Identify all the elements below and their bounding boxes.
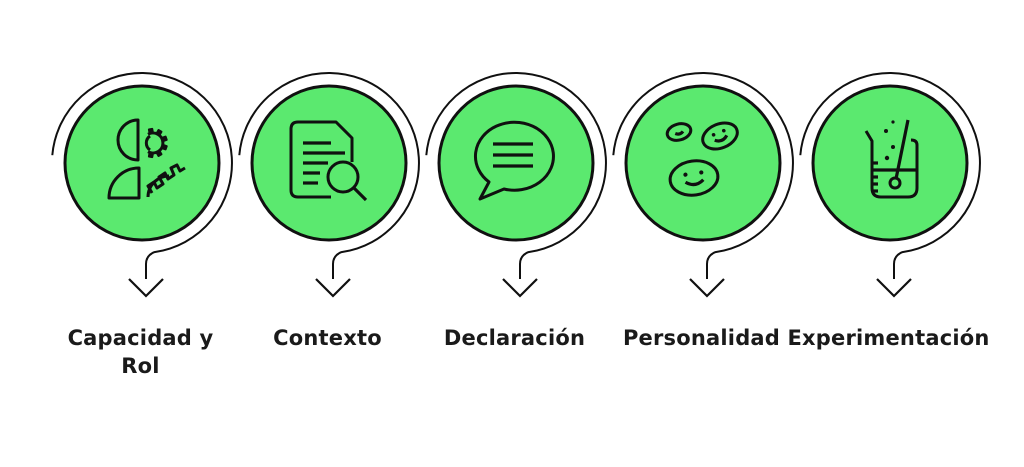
step-graphic xyxy=(238,71,420,298)
step-personalidad: Personalidad xyxy=(608,58,795,380)
down-arrow-icon xyxy=(128,278,164,298)
step-circle xyxy=(63,84,221,242)
magnifier-lens xyxy=(326,160,360,194)
step-label: Declaración xyxy=(444,325,585,353)
step-graphic xyxy=(425,71,607,298)
smiley-faces-icon xyxy=(665,121,739,197)
capability-role-icon xyxy=(107,118,186,200)
step-label-line: Capacidad y xyxy=(67,326,214,350)
speech-bubble-icon xyxy=(474,120,555,201)
loop-ring xyxy=(238,71,420,279)
document-search-icon xyxy=(289,120,368,202)
step-label-line: Contexto xyxy=(273,326,382,350)
step-circle xyxy=(811,84,969,242)
step-declaracion: Declaración xyxy=(421,58,608,380)
step-graphic xyxy=(51,71,233,298)
loop-ring xyxy=(612,71,794,279)
step-graphic xyxy=(612,71,794,298)
down-arrow-icon xyxy=(502,278,538,298)
down-arrow-icon xyxy=(689,278,725,298)
step-label: Experimentación xyxy=(787,325,989,353)
loop-ring xyxy=(425,71,607,279)
steps-row: Capacidad y Rol xyxy=(47,58,989,380)
loop-ring xyxy=(51,71,233,279)
step-contexto: Contexto xyxy=(234,58,421,380)
step-circle xyxy=(437,84,595,242)
step-label: Capacidad y Rol xyxy=(68,325,214,380)
step-label-line: Personalidad xyxy=(622,326,781,350)
step-circle xyxy=(250,84,408,242)
step-label: Contexto xyxy=(273,325,382,353)
step-graphic xyxy=(799,71,981,298)
loop-ring xyxy=(799,71,981,279)
step-experimentacion: Experimentación xyxy=(787,58,989,380)
down-arrow-icon xyxy=(315,278,351,298)
step-capacidad-rol: Capacidad y Rol xyxy=(47,58,234,380)
down-arrow-icon xyxy=(876,278,912,298)
step-label: Personalidad xyxy=(623,325,780,353)
step-label-line: Experimentación xyxy=(787,326,990,350)
step-label-line: Declaración xyxy=(443,326,586,350)
step-label-line: Rol xyxy=(121,353,160,378)
beaker-icon xyxy=(864,119,919,199)
